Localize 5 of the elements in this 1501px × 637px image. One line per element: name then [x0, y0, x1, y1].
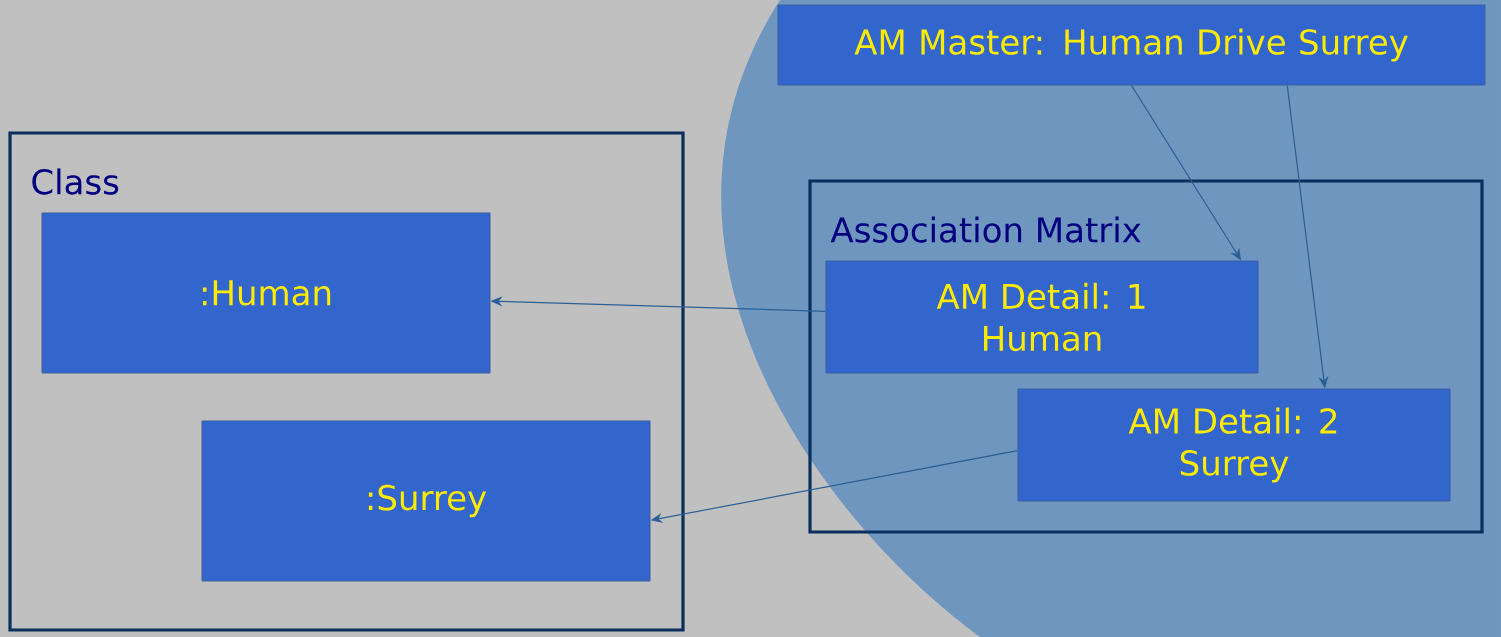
class-box: :Surrey — [201, 420, 651, 582]
class-box: :Human — [41, 212, 491, 374]
class-box: AM Detail: 2 Surrey — [1017, 388, 1451, 502]
class-box: AM Detail: 1 Human — [825, 260, 1259, 374]
class-box: AM Master: Human Drive Surrey — [777, 4, 1486, 86]
